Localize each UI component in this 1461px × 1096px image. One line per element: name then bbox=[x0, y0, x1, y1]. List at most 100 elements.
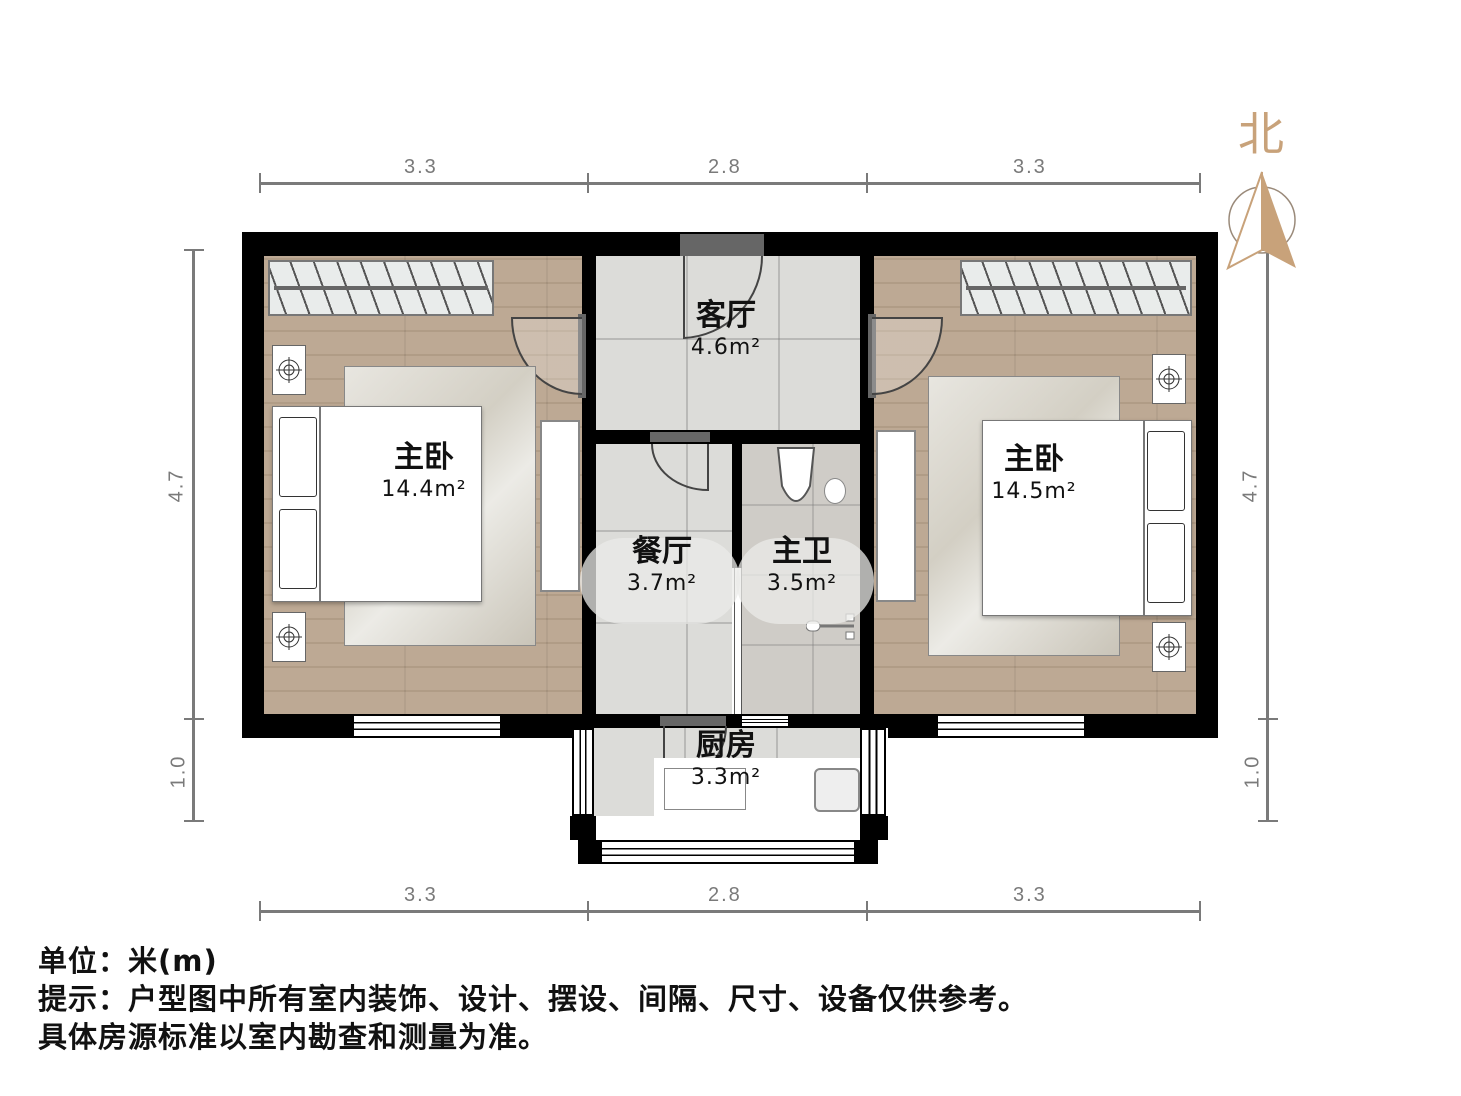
dimension-tick bbox=[184, 820, 204, 822]
bed-fold-line bbox=[319, 407, 321, 601]
wall-kitchen-bl bbox=[570, 816, 596, 840]
dimension-tick bbox=[1199, 901, 1201, 921]
living-room-floor bbox=[596, 256, 860, 430]
dimension-line bbox=[1266, 250, 1269, 822]
dimension-tick bbox=[184, 718, 204, 720]
dimension-tick bbox=[587, 173, 589, 193]
dimension-right-2: 1.0 bbox=[1241, 754, 1264, 789]
hint-note: 提示：户型图中所有室内装饰、设计、摆设、间隔、尺寸、设备仅供参考。 bbox=[38, 982, 1029, 1016]
dimension-line bbox=[192, 250, 195, 822]
unit-note: 单位：米(m) bbox=[38, 944, 218, 978]
floor-drain-icon bbox=[824, 478, 846, 504]
right-tv-cabinet bbox=[876, 430, 916, 602]
right-nightstand-top bbox=[1152, 354, 1186, 404]
dimension-tick bbox=[1258, 820, 1278, 822]
wall-kitchen-br2 bbox=[856, 840, 878, 864]
dimension-tick bbox=[1199, 173, 1201, 193]
room-living: 客厅 4.6m² bbox=[666, 298, 786, 362]
dimension-line bbox=[260, 910, 1200, 913]
wall-kitchen-bl2 bbox=[578, 840, 600, 864]
right-wardrobe bbox=[960, 260, 1192, 316]
dining-label-backdrop bbox=[580, 538, 740, 624]
left-bedroom-door[interactable] bbox=[578, 314, 586, 398]
disclaimer-note: 具体房源标准以室内勘查和测量为准。 bbox=[38, 1020, 549, 1054]
dimension-tick bbox=[866, 901, 868, 921]
dimension-left-1: 4.7 bbox=[165, 468, 188, 503]
wall-left bbox=[242, 232, 264, 738]
room-dining: 餐厅 3.7m² bbox=[604, 534, 720, 598]
toilet-icon bbox=[776, 447, 816, 502]
right-nightstand-bottom bbox=[1152, 622, 1186, 672]
dimension-line bbox=[260, 182, 1200, 185]
room-name: 厨房 bbox=[696, 728, 756, 763]
stove-icon bbox=[664, 768, 746, 810]
room-name: 餐厅 bbox=[632, 534, 692, 569]
window-bathroom bbox=[740, 714, 790, 728]
room-left-bedroom: 主卧 14.4m² bbox=[362, 440, 486, 504]
entrance-door-swing-icon bbox=[683, 256, 764, 340]
lamp-icon bbox=[276, 357, 302, 383]
wall-right bbox=[1196, 232, 1218, 738]
window-kitchen bbox=[600, 840, 856, 864]
room-right-bedroom: 主卧 14.5m² bbox=[972, 442, 1096, 506]
dining-door-swing-icon bbox=[651, 444, 709, 492]
lamp-icon bbox=[276, 624, 302, 650]
bed-fold-line bbox=[1143, 421, 1145, 615]
room-area: 14.5m² bbox=[991, 479, 1077, 504]
room-name: 主卧 bbox=[1004, 442, 1064, 477]
dining-door[interactable] bbox=[650, 432, 710, 442]
window-right-bedroom bbox=[936, 714, 1086, 738]
room-kitchen: 厨房 3.3m² bbox=[668, 728, 784, 792]
room-area: 3.5m² bbox=[766, 571, 838, 596]
lamp-icon bbox=[1156, 634, 1182, 660]
entrance-door[interactable] bbox=[680, 234, 764, 256]
pillow bbox=[1147, 523, 1185, 603]
bathroom-sliding-door[interactable] bbox=[734, 568, 742, 714]
window-kitchen-left bbox=[572, 728, 594, 816]
dimension-tick bbox=[866, 173, 868, 193]
left-nightstand-bottom bbox=[272, 612, 306, 662]
right-bed bbox=[982, 420, 1192, 616]
wall-kitchen-top bbox=[572, 714, 888, 728]
pillow bbox=[1147, 431, 1185, 511]
right-bedroom-door-swing-icon bbox=[871, 317, 944, 395]
dimension-tick bbox=[259, 173, 261, 193]
dimension-tick bbox=[587, 901, 589, 921]
lamp-icon bbox=[1156, 366, 1182, 392]
room-area: 4.6m² bbox=[690, 335, 762, 360]
dimension-left-2: 1.0 bbox=[167, 754, 190, 789]
dimension-bottom-1: 3.3 bbox=[404, 884, 438, 906]
kitchen-door[interactable] bbox=[660, 716, 726, 726]
left-nightstand-top bbox=[272, 345, 306, 395]
dimension-right-1: 4.7 bbox=[1239, 468, 1262, 503]
window-kitchen-right bbox=[860, 728, 886, 816]
right-bedroom-door[interactable] bbox=[868, 314, 876, 398]
sink-icon bbox=[814, 768, 860, 812]
room-bathroom: 主卫 3.5m² bbox=[744, 534, 860, 598]
dimension-tick bbox=[1258, 718, 1278, 720]
dimension-bottom-2: 2.8 bbox=[708, 884, 742, 906]
left-wardrobe bbox=[268, 260, 494, 316]
room-name: 主卧 bbox=[394, 440, 454, 475]
room-area: 14.4m² bbox=[381, 477, 467, 502]
pillow bbox=[279, 417, 317, 497]
pillow bbox=[279, 509, 317, 589]
compass-arrow-icon bbox=[1226, 171, 1296, 271]
north-label: 北 bbox=[1238, 107, 1284, 161]
left-tv-cabinet bbox=[540, 420, 580, 592]
wall-bathroom-divider bbox=[732, 444, 742, 568]
left-bed bbox=[272, 406, 482, 602]
dimension-tick bbox=[259, 901, 261, 921]
window-left-bedroom bbox=[352, 714, 502, 738]
room-area: 3.7m² bbox=[626, 571, 698, 596]
wall-kitchen-br bbox=[860, 816, 888, 840]
dimension-top-3: 3.3 bbox=[1013, 156, 1047, 178]
room-name: 主卫 bbox=[772, 534, 832, 569]
dimension-top-2: 2.8 bbox=[708, 156, 742, 178]
dimension-tick bbox=[184, 249, 204, 251]
bath-label-backdrop bbox=[736, 538, 874, 624]
room-area: 3.3m² bbox=[690, 765, 762, 790]
dimension-top-1: 3.3 bbox=[404, 156, 438, 178]
room-name: 客厅 bbox=[696, 298, 756, 333]
wall-interior-middle bbox=[596, 430, 860, 444]
